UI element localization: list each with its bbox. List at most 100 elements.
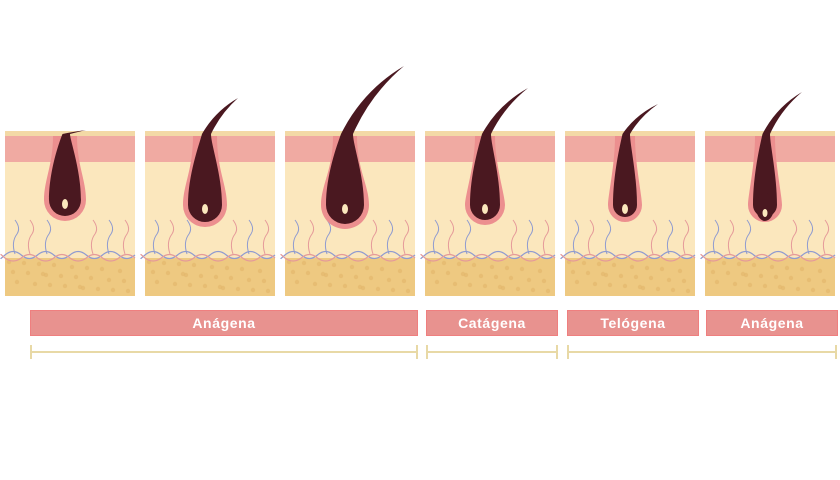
capillary: [510, 219, 518, 255]
fat-cell: [633, 274, 639, 280]
blood-vessel: [420, 250, 556, 260]
fat-cell: [659, 266, 665, 272]
fat-cell: [537, 268, 543, 274]
fat-cell: [47, 282, 53, 288]
fat-cell: [732, 281, 738, 287]
capillary: [744, 219, 752, 255]
fat-cell: [246, 277, 252, 283]
fat-cell: [515, 286, 521, 292]
fat-cell: [445, 270, 451, 276]
fat-cell: [769, 264, 775, 270]
fat-cell: [670, 287, 676, 293]
capillary: [822, 219, 830, 255]
fat-cell: [685, 288, 691, 294]
fat-cell: [95, 286, 101, 292]
fat-cell: [357, 284, 363, 290]
panel-1: [0, 130, 136, 296]
capillary: [432, 219, 440, 255]
blood-vessel: [700, 253, 836, 262]
fat-cell: [817, 268, 823, 274]
fat-cell: [740, 271, 746, 277]
fat-cell: [154, 279, 160, 285]
fat-cell: [301, 260, 307, 266]
timeline-bracket-anagena: [30, 345, 418, 359]
panel-4: [420, 88, 556, 296]
capillary: [12, 219, 20, 255]
fat-cell: [467, 282, 473, 288]
capillary: [246, 219, 254, 255]
fat-cell: [88, 275, 94, 281]
fat-cell: [600, 271, 606, 277]
fat-cell: [261, 278, 267, 284]
capillary: [402, 219, 410, 255]
fat-cell: [180, 271, 186, 277]
fat-cell: [165, 270, 171, 276]
fat-cell: [316, 261, 322, 267]
hair-shaft: [188, 98, 238, 222]
blood-vessel: [140, 250, 276, 260]
fat-cell: [32, 281, 38, 287]
fat-cell: [257, 268, 263, 274]
fat-cell: [629, 264, 635, 270]
fat-cell: [191, 262, 197, 268]
dermal-papilla: [482, 204, 488, 214]
fat-cell: [460, 271, 466, 277]
fat-cell: [710, 269, 716, 275]
fat-cell: [349, 264, 355, 270]
dermal-papilla: [762, 209, 768, 217]
fat-cell: [73, 274, 79, 280]
fat-cell: [364, 265, 370, 271]
fat-cell: [721, 260, 727, 266]
fat-cell: [655, 286, 661, 292]
capillary: [806, 219, 814, 255]
fat-cell: [508, 275, 514, 281]
fat-cell: [405, 288, 411, 294]
capillary: [464, 219, 472, 255]
fat-cell: [290, 269, 296, 275]
fat-cell: [62, 283, 68, 289]
fat-cell: [596, 261, 602, 267]
fat-cell: [570, 269, 576, 275]
fat-cell: [213, 274, 219, 280]
fat-cell: [758, 273, 764, 279]
timeline-bracket-telogena-anagena: [567, 345, 837, 359]
capillary: [370, 219, 378, 255]
fat-cell: [441, 260, 447, 266]
capillary: [542, 219, 550, 255]
fat-cell: [294, 279, 300, 285]
fat-cell: [176, 261, 182, 267]
capillary: [106, 219, 114, 255]
blood-vessel: [560, 250, 696, 260]
fat-cell: [58, 273, 64, 279]
fat-cell: [187, 282, 193, 288]
fat-cell: [489, 264, 495, 270]
capillary: [386, 219, 394, 255]
blood-vessel: [560, 253, 696, 262]
fat-cell: [810, 287, 816, 293]
fat-cell: [150, 269, 156, 275]
fat-cell: [390, 287, 396, 293]
capillary: [712, 219, 720, 255]
fat-cell: [611, 262, 617, 268]
fat-cell: [493, 274, 499, 280]
phase-label-catagena: Catágena: [426, 310, 558, 336]
fat-cell: [121, 278, 127, 284]
hair-shaft: [613, 104, 658, 217]
fat-cell: [747, 282, 753, 288]
capillary: [324, 219, 332, 255]
capillary: [790, 219, 798, 255]
fat-cell: [736, 261, 742, 267]
capillary: [292, 219, 300, 255]
fat-cell: [69, 264, 75, 270]
blood-vessel: [280, 253, 416, 262]
hair-shaft: [326, 66, 404, 224]
fat-cell: [353, 274, 359, 280]
fat-cell: [172, 281, 178, 287]
capillary: [167, 219, 175, 255]
fat-cell: [762, 283, 768, 289]
new-hair-bulb: [756, 193, 774, 221]
fat-cell: [228, 275, 234, 281]
fat-cell: [21, 260, 27, 266]
fat-cell: [125, 288, 131, 294]
